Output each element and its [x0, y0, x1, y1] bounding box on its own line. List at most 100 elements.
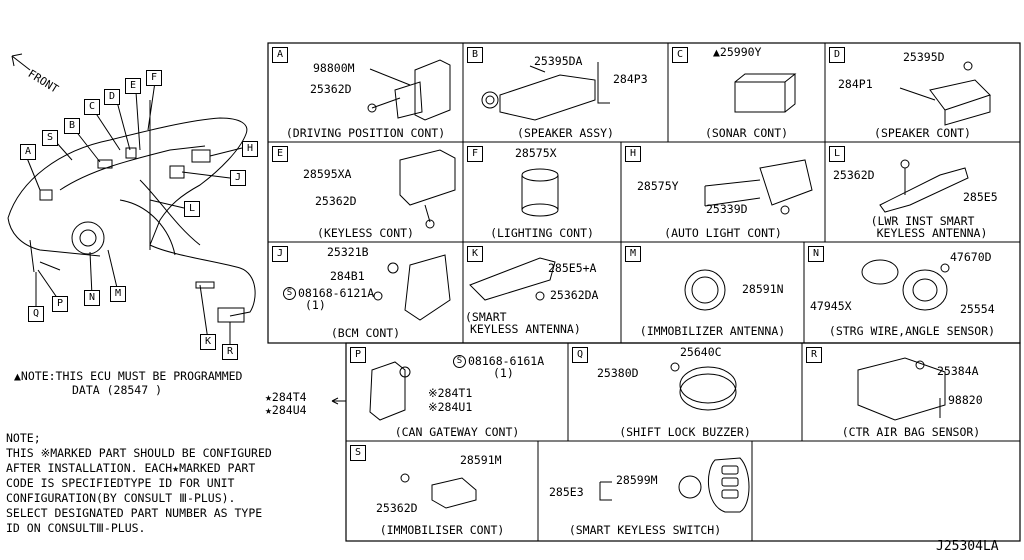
panel-q-caption: (SHIFT LOCK BUZZER): [619, 425, 751, 439]
overview-letter-s: S: [42, 130, 58, 146]
panel-l-part-2: 285E5: [963, 190, 998, 204]
overview-letter-f: F: [146, 70, 162, 86]
panel-f-part-1: 28575X: [515, 146, 557, 160]
overview-letter-p: P: [52, 296, 68, 312]
keyless-switch-part-2: 28599M: [616, 473, 658, 487]
panel-e-part-1: 28595XA: [303, 167, 352, 181]
panel-c-caption: (SONAR CONT): [704, 126, 789, 140]
panel-c-part-1: ▲25990Y: [713, 45, 762, 59]
overview-letter-l: L: [184, 201, 200, 217]
panel-k-part-1: 285E5+A: [548, 261, 597, 275]
panel-n-part-1: 47670D: [950, 250, 992, 264]
panel-p-part-2: (1): [493, 366, 514, 380]
circled-s-icon-2: S: [453, 355, 466, 368]
panel-l-letter: L: [829, 146, 845, 162]
panel-k-caption-line2: KEYLESS ANTENNA): [470, 322, 581, 336]
panel-f-caption: (LIGHTING CONT): [490, 226, 594, 240]
panel-m-letter: M: [625, 246, 641, 262]
ecu-note-line2: DATA (28547 ): [72, 383, 163, 397]
note-line-4: CODE IS SPECIFIEDTYPE ID FOR UNIT: [6, 476, 235, 490]
panel-p-caption: (CAN GATEWAY CONT): [394, 425, 520, 439]
panel-e-part-2: 25362D: [315, 194, 357, 208]
panel-s-letter: S: [350, 445, 366, 461]
panel-h-caption: (AUTO LIGHT CONT): [664, 226, 782, 240]
panel-d-letter: D: [829, 47, 845, 63]
overview-letter-c: C: [84, 99, 100, 115]
panel-j-caption: (BCM CONT): [330, 326, 401, 340]
panel-s-part-2: 25362D: [376, 501, 418, 515]
panel-j-part-2: 284B1: [330, 269, 365, 283]
panel-r-letter: R: [806, 347, 822, 363]
panel-b-caption: (SPEAKER ASSY): [517, 126, 614, 140]
panel-l-part-1: 25362D: [833, 168, 875, 182]
panel-n-letter: N: [808, 246, 824, 262]
overview-letter-e: E: [125, 78, 141, 94]
panel-r-part-2: 98820: [948, 393, 983, 407]
overview-letter-b: B: [64, 118, 80, 134]
keyless-switch-caption: (SMART KEYLESS SWITCH): [568, 523, 722, 537]
panel-j-part-4: (1): [305, 298, 326, 312]
panel-h-part-1: 28575Y: [637, 179, 679, 193]
panel-q-part-2: 25380D: [597, 366, 639, 380]
diagram-code: J25304LA: [936, 539, 999, 554]
overview-letter-k: K: [200, 334, 216, 350]
panel-d-part-2: 284P1: [838, 77, 873, 91]
overview-letter-j: J: [230, 170, 246, 186]
panel-q-part-1: 25640C: [680, 345, 722, 359]
panel-a-letter: A: [272, 47, 288, 63]
panel-l-caption-line2: KEYLESS ANTENNA): [876, 226, 988, 240]
panel-r-part-1: 25384A: [937, 364, 979, 378]
panel-b-part-1: 25395DA: [534, 54, 583, 68]
panel-p-part-4: ※284U1: [428, 400, 473, 414]
panel-d-caption: (SPEAKER CONT): [874, 126, 971, 140]
overview-letter-r: R: [222, 344, 238, 360]
panel-j-part-1: 25321B: [327, 245, 369, 259]
panel-m-part-1: 28591N: [742, 282, 784, 296]
keyless-switch-part-1: 285E3: [549, 485, 584, 499]
panel-m-caption: (IMMOBILIZER ANTENNA): [639, 324, 786, 338]
panel-e-caption: (KEYLESS CONT): [317, 226, 414, 240]
panel-k-part-2: 25362DA: [550, 288, 599, 302]
panel-f-letter: F: [467, 146, 483, 162]
panel-p-part-3: ※284T1: [428, 386, 473, 400]
star-part-1: ★284T4: [265, 390, 307, 404]
circled-s-icon: S: [283, 287, 296, 300]
panel-h-letter: H: [625, 146, 641, 162]
star-part-2: ★284U4: [265, 403, 307, 417]
panel-n-part-2: 47945X: [810, 299, 852, 313]
note-line-2: THIS ※MARKED PART SHOULD BE CONFIGURED: [6, 446, 272, 460]
panel-n-part-3: 25554: [960, 302, 995, 316]
overview-letter-a: A: [20, 144, 36, 160]
panel-k-caption: (SMART: [465, 310, 507, 324]
panel-b-letter: B: [467, 47, 483, 63]
overview-letter-n: N: [84, 290, 100, 306]
panel-a-caption: (DRIVING POSITION CONT): [285, 126, 446, 140]
panel-r-caption: (CTR AIR BAG SENSOR): [841, 425, 981, 439]
panel-p-part-1: 08168-6161A: [468, 354, 545, 368]
ecu-note-line1: ▲NOTE:THIS ECU MUST BE PROGRAMMED: [14, 369, 243, 383]
panel-s-caption: (IMMOBILISER CONT): [379, 523, 505, 537]
panel-p-letter: P: [350, 347, 366, 363]
note-line-3: AFTER INSTALLATION. EACH★MARKED PART: [6, 461, 256, 475]
panel-n-caption: (STRG WIRE,ANGLE SENSOR): [828, 324, 996, 338]
panel-a-part-1: 98800M: [313, 61, 355, 75]
panel-c-letter: C: [672, 47, 688, 63]
overview-letter-m: M: [110, 286, 126, 302]
overview-letter-q: Q: [28, 306, 44, 322]
note-line-7: ID ON CONSULTⅢ-PLUS.: [6, 521, 146, 535]
panel-d-part-1: 25395D: [903, 50, 945, 64]
panel-s-part-1: 28591M: [460, 453, 502, 467]
overview-letter-d: D: [104, 89, 120, 105]
panel-k-letter: K: [467, 246, 483, 262]
panel-h-part-2: 25339D: [706, 202, 748, 216]
note-line-6: SELECT DESIGNATED PART NUMBER AS TYPE: [6, 506, 263, 520]
panel-l-caption: (LWR INST SMART: [870, 214, 975, 228]
panel-a-part-2: 25362D: [310, 82, 352, 96]
note-line-1: NOTE;: [6, 431, 41, 445]
panel-j-letter: J: [272, 246, 288, 262]
panel-j-part-3: 08168-6121A: [298, 286, 375, 300]
overview-letter-h: H: [242, 141, 258, 157]
panel-q-letter: Q: [572, 347, 588, 363]
panel-e-letter: E: [272, 146, 288, 162]
